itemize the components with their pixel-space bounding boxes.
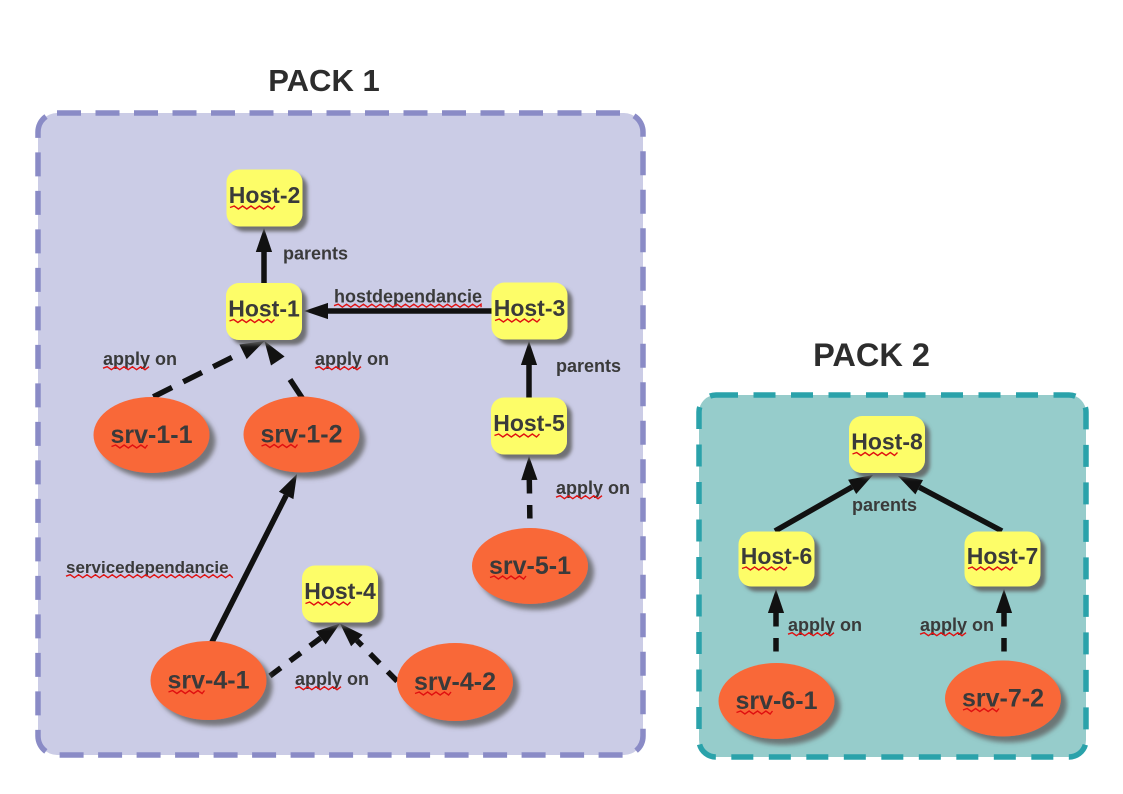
svg-text:srv-5-1: srv-5-1 — [489, 552, 571, 580]
svg-text:srv-4-2: srv-4-2 — [414, 668, 496, 696]
svg-text:srv-1-1: srv-1-1 — [111, 421, 193, 449]
svg-text:hostdependancie: hostdependancie — [334, 287, 482, 307]
svg-text:parents: parents — [283, 244, 348, 264]
svg-text:Host-4: Host-4 — [304, 578, 376, 604]
svg-text:apply on: apply on — [103, 349, 177, 369]
svg-text:srv-6-1: srv-6-1 — [736, 687, 818, 715]
svg-text:PACK 1: PACK 1 — [268, 63, 379, 98]
svg-text:apply on: apply on — [295, 669, 369, 689]
svg-text:apply on: apply on — [920, 615, 994, 635]
svg-text:Host-5: Host-5 — [493, 410, 565, 436]
svg-text:Host-7: Host-7 — [967, 543, 1039, 569]
svg-text:Host-2: Host-2 — [229, 182, 301, 208]
svg-text:srv-4-1: srv-4-1 — [168, 667, 250, 695]
svg-text:Host-6: Host-6 — [741, 543, 813, 569]
svg-text:apply on: apply on — [556, 478, 630, 498]
svg-text:srv-7-2: srv-7-2 — [962, 685, 1044, 713]
svg-text:PACK 2: PACK 2 — [813, 337, 930, 373]
svg-text:apply on: apply on — [788, 615, 862, 635]
svg-text:apply on: apply on — [315, 349, 389, 369]
svg-text:Host-1: Host-1 — [228, 295, 300, 321]
svg-text:Host-3: Host-3 — [494, 295, 566, 321]
svg-text:parents: parents — [852, 495, 917, 515]
svg-text:srv-1-2: srv-1-2 — [261, 421, 343, 449]
svg-text:servicedependancie: servicedependancie — [66, 558, 229, 577]
svg-text:Host-8: Host-8 — [851, 428, 923, 454]
svg-text:parents: parents — [556, 356, 621, 376]
